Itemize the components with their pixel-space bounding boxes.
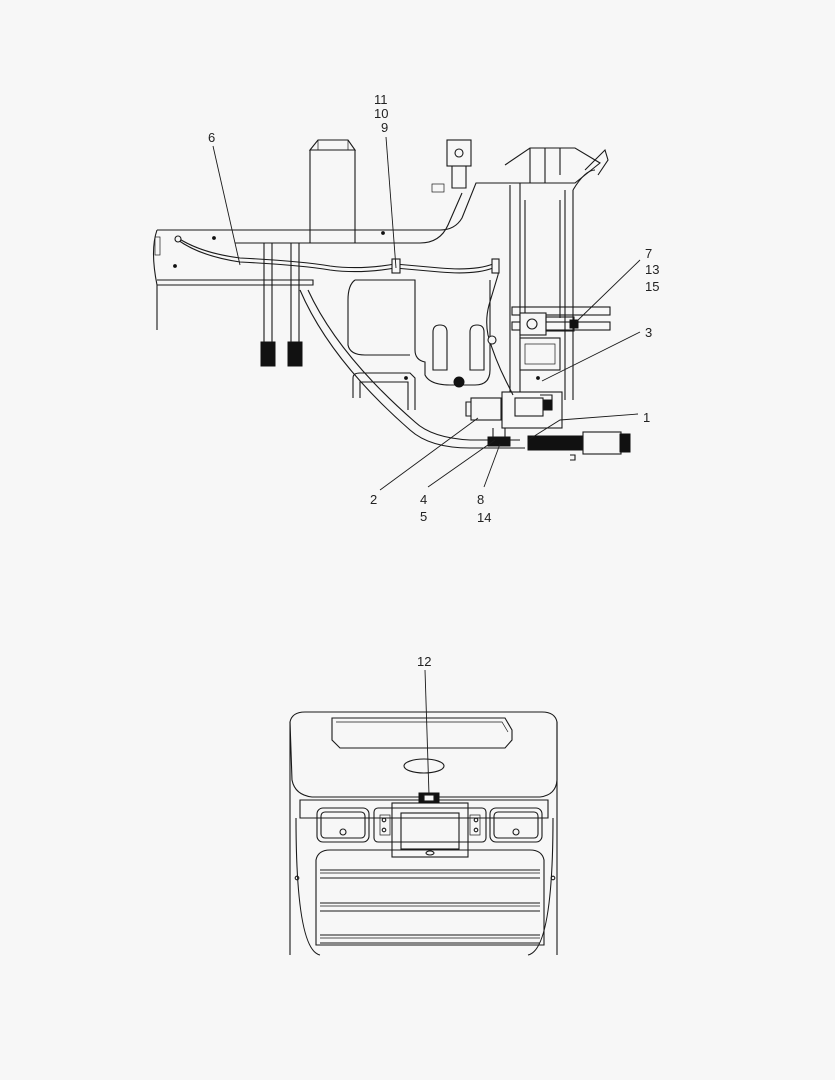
callout-4: 4 — [420, 492, 427, 507]
callout-11: 11 — [374, 92, 388, 107]
callout-10: 10 — [374, 106, 388, 121]
front-view-assembly — [289, 711, 558, 956]
side-view-assembly — [152, 139, 631, 461]
callout-15: 15 — [645, 279, 659, 294]
callout-12: 12 — [417, 654, 431, 669]
leader-lines — [212, 136, 641, 796]
callout-1: 1 — [643, 410, 650, 425]
callout-2: 2 — [370, 492, 377, 507]
callout-5: 5 — [420, 509, 427, 524]
callout-13: 13 — [645, 262, 659, 277]
callout-9: 9 — [381, 120, 388, 135]
callout-3: 3 — [645, 325, 652, 340]
callout-14: 14 — [477, 510, 491, 525]
callout-6: 6 — [208, 130, 215, 145]
callout-7: 7 — [645, 246, 652, 261]
callout-labels: 11 10 9 6 7 13 15 3 1 2 4 5 8 14 12 — [208, 92, 659, 669]
callout-8: 8 — [477, 492, 484, 507]
